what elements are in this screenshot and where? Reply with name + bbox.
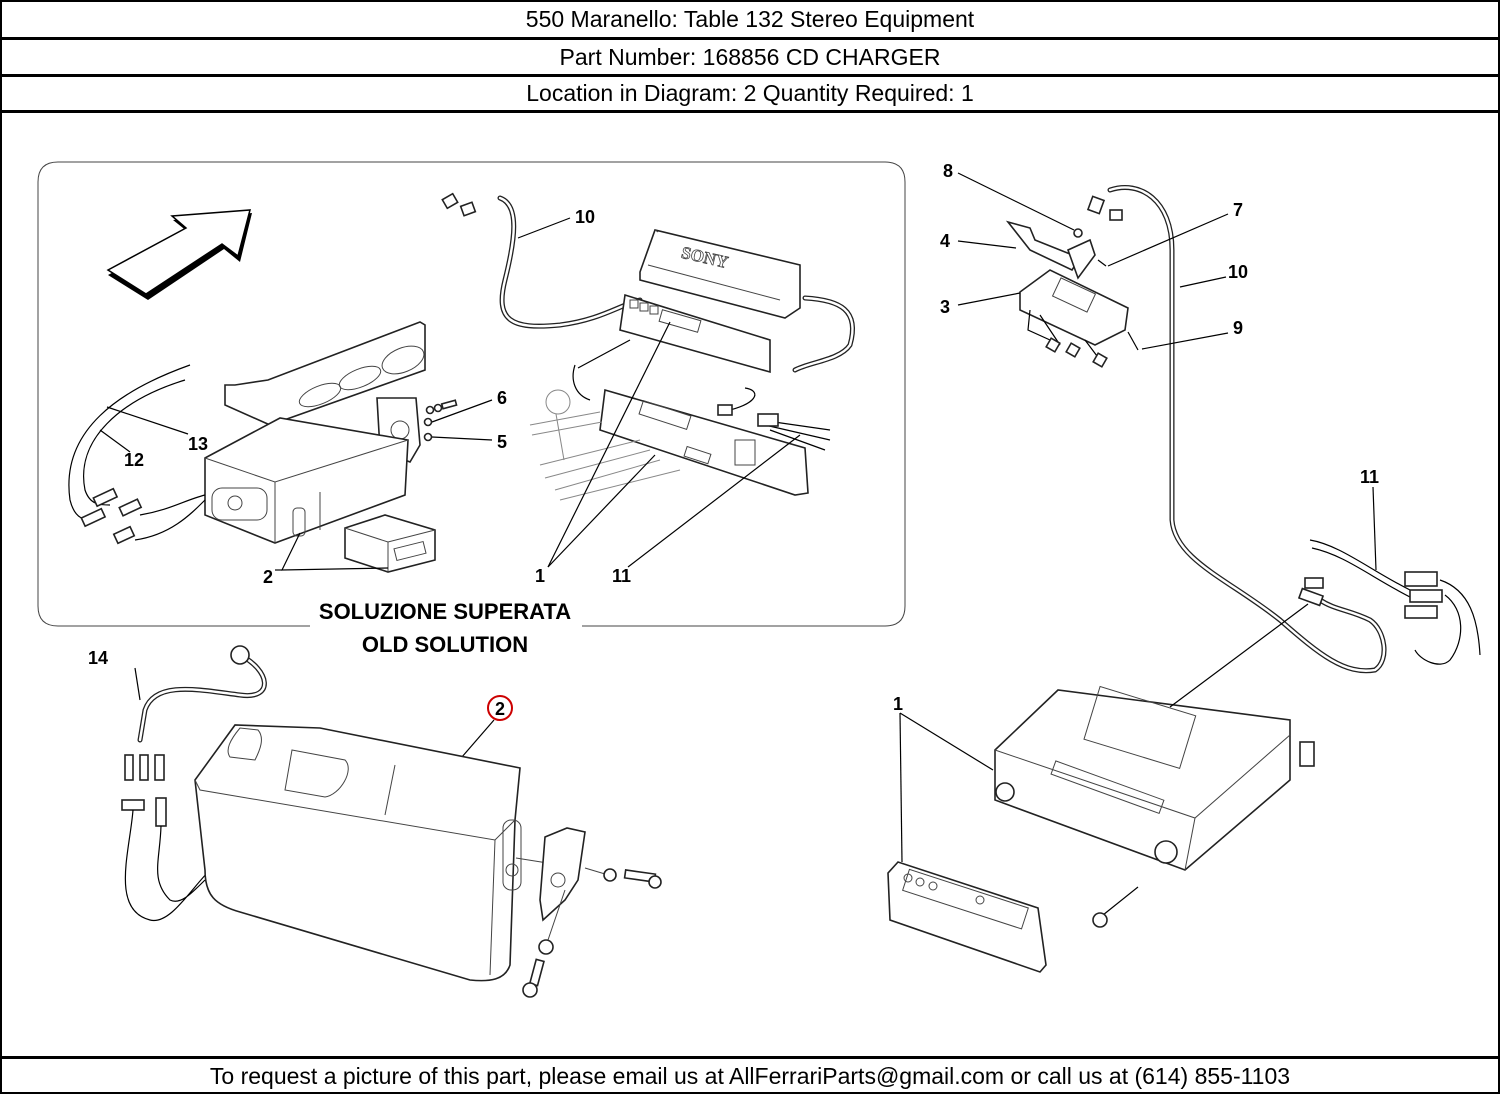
cable-10-old [441,192,856,373]
divider [0,37,1500,40]
mounting-hardware-new [515,827,662,998]
caption-old-solution-italian: SOLUZIONE SUPERATA [319,599,571,624]
callout-4[interactable]: 4 [940,231,950,251]
callout-6[interactable]: 6 [497,388,507,408]
antenna-module [1019,269,1129,368]
caption-old-solution-english: OLD SOLUTION [362,632,528,657]
radio-unit-new [994,685,1315,871]
removal-key [1092,886,1139,928]
highlight-ring [487,695,513,721]
contact-footer: To request a picture of this part, pleas… [209,1063,1291,1089]
old-radio-faceplate [619,293,771,374]
callout-3[interactable]: 3 [940,297,950,317]
screws-7-8-9 [1073,228,1139,351]
gear-shifter-sketch [529,389,681,501]
part-number: Part Number: 168856 CD CHARGER [559,44,941,70]
callout-11-new[interactable]: 11 [1360,467,1379,487]
radio-faceplate-new [887,861,1047,973]
dashboard-trim [224,321,426,426]
old-panel-leader-lines [99,217,801,571]
cd-changer-new [194,724,522,982]
divider [0,110,1500,113]
callout-2-highlighted[interactable]: 2 [495,699,505,719]
highlighted-callout-2[interactable]: 2 [487,695,513,721]
cables-12-13 [68,364,206,545]
callout-11-old[interactable]: 11 [612,566,631,586]
cable-14 [121,645,267,921]
cd-magazine [344,514,436,573]
callout-10[interactable]: 10 [575,207,595,227]
cable-10-new [1086,185,1387,674]
callout-10-new[interactable]: 10 [1228,262,1248,282]
callout-7[interactable]: 7 [1233,200,1243,220]
parts-diagram: SONY [37,161,1481,998]
callout-9[interactable]: 9 [1233,318,1243,338]
divider [0,1056,1500,1059]
direction-arrow-icon [106,209,252,300]
callout-2-old[interactable]: 2 [263,567,273,587]
wiring-harness-old [717,387,831,451]
new-panel-leader-lines [134,172,1377,863]
old-cd-changer [204,417,409,544]
callout-13[interactable]: 13 [188,434,208,454]
divider [0,74,1500,77]
sony-faceplate-cover: SONY [639,229,801,319]
mounting-bracket-4 [1005,220,1096,280]
callout-1-old[interactable]: 1 [535,566,545,586]
location-quantity: Location in Diagram: 2 Quantity Required… [526,80,974,106]
callout-14[interactable]: 14 [88,648,108,668]
callout-8[interactable]: 8 [943,161,953,181]
page-title: 550 Maranello: Table 132 Stereo Equipmen… [525,6,975,32]
callout-5[interactable]: 5 [497,432,507,452]
callout-1-new[interactable]: 1 [893,694,903,714]
wiring-harness-11-new [1309,539,1481,665]
old-solution-panel [37,161,906,627]
callout-12[interactable]: 12 [124,450,144,470]
